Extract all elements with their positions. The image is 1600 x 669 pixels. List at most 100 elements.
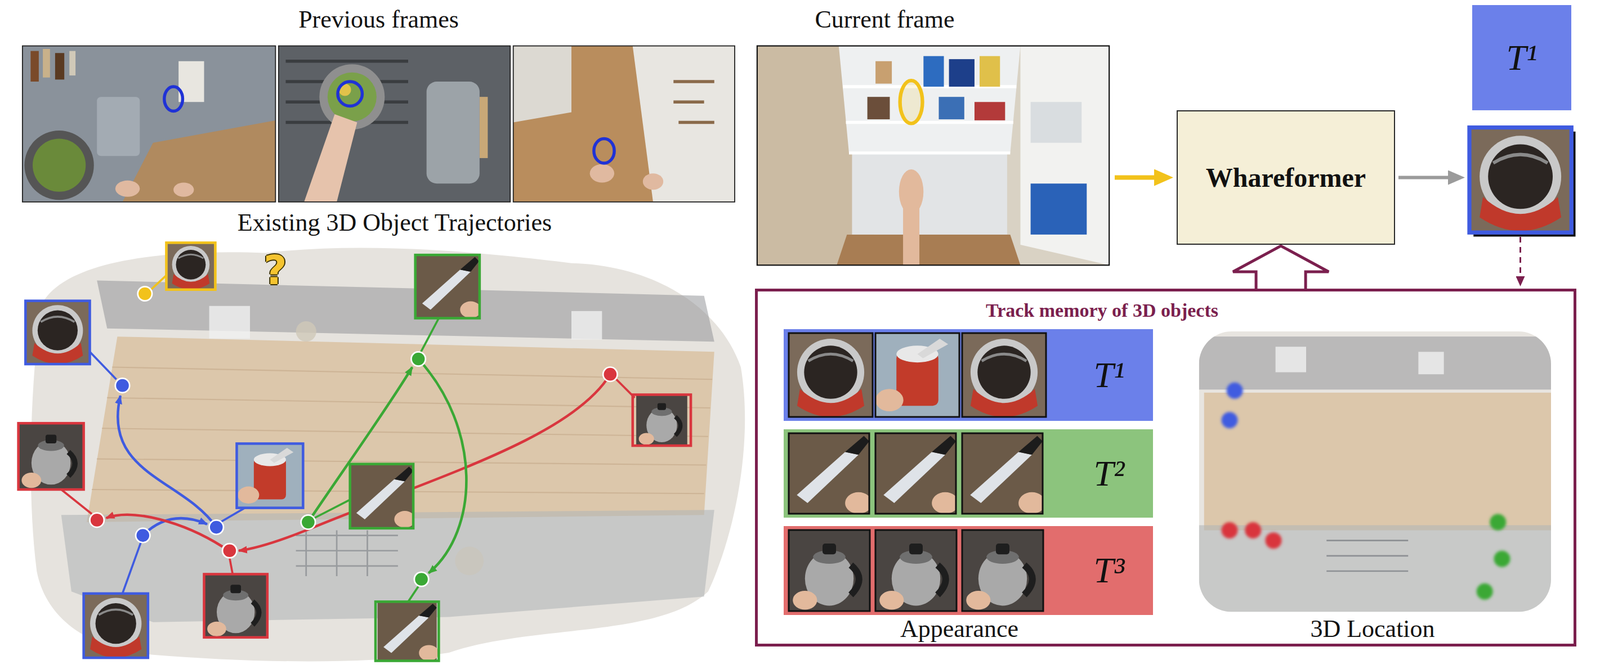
previous-frame-photos-part (55, 52, 65, 80)
question-mark: ? (263, 247, 288, 294)
trajectory-map-illustration-part (410, 351, 426, 366)
crop-image (962, 433, 1046, 515)
crop-image (962, 530, 1044, 612)
heading-holder: Existing 3D Object Trajectories (37, 208, 753, 238)
crop-border (875, 530, 957, 612)
trajectory-map-illustration-part (415, 255, 480, 319)
previous-frame-photos-part (173, 182, 194, 197)
previous-frame-photos-part (632, 46, 735, 203)
trajectory-map-illustration-part (150, 275, 167, 290)
trajectory-map-illustration-part (636, 394, 688, 446)
crop-border (788, 530, 870, 612)
location-map-part (1418, 351, 1444, 375)
trajectory-map-illustration-part (18, 423, 84, 490)
output-crop-part (1469, 127, 1572, 234)
node-text: Existing 3D Object Trajectories (237, 208, 553, 238)
current-frame-photo-part (979, 56, 1000, 87)
previous-frame-photos-part (115, 180, 141, 198)
crop-border (875, 433, 956, 515)
node-text: Track memory of 3D objects (985, 299, 1219, 322)
location-map-part-part (1221, 412, 1239, 429)
node-text: Previous frames (298, 5, 459, 35)
crop-image (788, 333, 873, 418)
previous-frame-photos-part (69, 51, 76, 77)
location-map-part-part (1489, 514, 1506, 531)
previous-frame-photos-part (337, 81, 363, 107)
current-frame-photo-part (757, 46, 1110, 266)
current-frame-photo-part (1030, 183, 1088, 235)
location-map-part (1199, 331, 1552, 612)
trajectory-map-illustration-part (301, 515, 316, 530)
crop-image (875, 333, 960, 418)
previous-frame-photos-part (327, 72, 377, 122)
track-row: T³ (783, 526, 1153, 616)
location-map-part (1199, 336, 1552, 390)
previous-frame-photos-part (278, 46, 511, 203)
previous-frame-photos-part (642, 173, 664, 190)
trajectory-map-illustration-part (418, 359, 467, 574)
trajectory-map-illustration-part (204, 574, 268, 638)
current-frame-panel: Current frame (757, 46, 1110, 266)
current-frame-photo-part (842, 86, 1017, 154)
previous-frame-photos-part (96, 96, 140, 156)
appearance-crop (788, 530, 870, 612)
trajectory-map-illustration-part (314, 499, 350, 519)
current-frame-photo-part (974, 101, 1005, 121)
current-frame-photo-part (949, 59, 975, 87)
crop-image (875, 530, 957, 612)
current-frame-photo-part (923, 56, 944, 87)
previous-frame-photos (22, 46, 735, 203)
trajectory-map-illustration-part (166, 242, 216, 290)
caption-label: Appearance (900, 615, 1019, 645)
crop-border (875, 333, 960, 418)
crop-image (962, 333, 1047, 418)
appearance-crop (788, 333, 873, 418)
appearance-crop (875, 433, 959, 515)
trajectory-map-illustration-part (229, 557, 233, 575)
track-memory-frame: Track memory of 3D objectsT¹T²T³ (754, 288, 1577, 647)
question-mark-holder: ? (263, 247, 288, 294)
location-map-part-part (1244, 522, 1262, 539)
previous-frames-panel: Previous frames (22, 46, 735, 203)
previous-frame-photos-part (319, 64, 385, 130)
trajectory-map-illustration-part (135, 528, 150, 543)
node-text: Whareformer (1205, 162, 1366, 194)
node-text: T¹ (1093, 354, 1125, 397)
appearance-crop (962, 433, 1046, 515)
current-frame-photo-part (851, 153, 1008, 235)
current-frame-photo-part (757, 46, 1110, 266)
crop-image (875, 433, 959, 515)
output-crop-part (1469, 128, 1572, 231)
trajectory-map-illustration-part (237, 443, 302, 508)
trajectory-map-illustration-part (167, 242, 214, 290)
memory-update-arrow (1519, 237, 1522, 277)
previous-frame-photos-part (513, 46, 735, 203)
trajectory-map-illustration-part (602, 367, 618, 382)
current-frame-photo-part (939, 96, 965, 120)
output-track: T¹ (1469, 5, 1572, 233)
trajectory-map-illustration-part (209, 306, 251, 339)
trajectory-map-illustration-part (222, 543, 237, 558)
current-frame-photo-part (899, 169, 924, 215)
heading-holder: Track memory of 3D objects (694, 299, 1510, 322)
previous-frame-photos-part (673, 81, 715, 123)
previous-frame-photos-part (164, 86, 183, 112)
previous-frame-photos-part (513, 46, 572, 123)
trajectory-map-illustration-part (90, 513, 105, 528)
appearance-crop (788, 433, 873, 515)
appearance-crop (962, 530, 1044, 612)
location-map-part-part (1226, 382, 1244, 400)
trajectory-map-illustration-part (350, 465, 416, 529)
trajectory-map-illustration-part (350, 464, 414, 529)
previous-frame-photos-part (32, 139, 86, 192)
node-text: Current frame (815, 5, 955, 35)
previous-frame-photos-part (22, 46, 276, 203)
previous-frame-photos-part (304, 114, 357, 203)
trajectory-map-illustration-part (106, 515, 223, 548)
track-id-holder: T³ (1065, 526, 1153, 616)
crop-border (788, 333, 873, 418)
trajectory-map-illustration-part (90, 351, 117, 380)
location-map-part-part (1476, 583, 1494, 601)
